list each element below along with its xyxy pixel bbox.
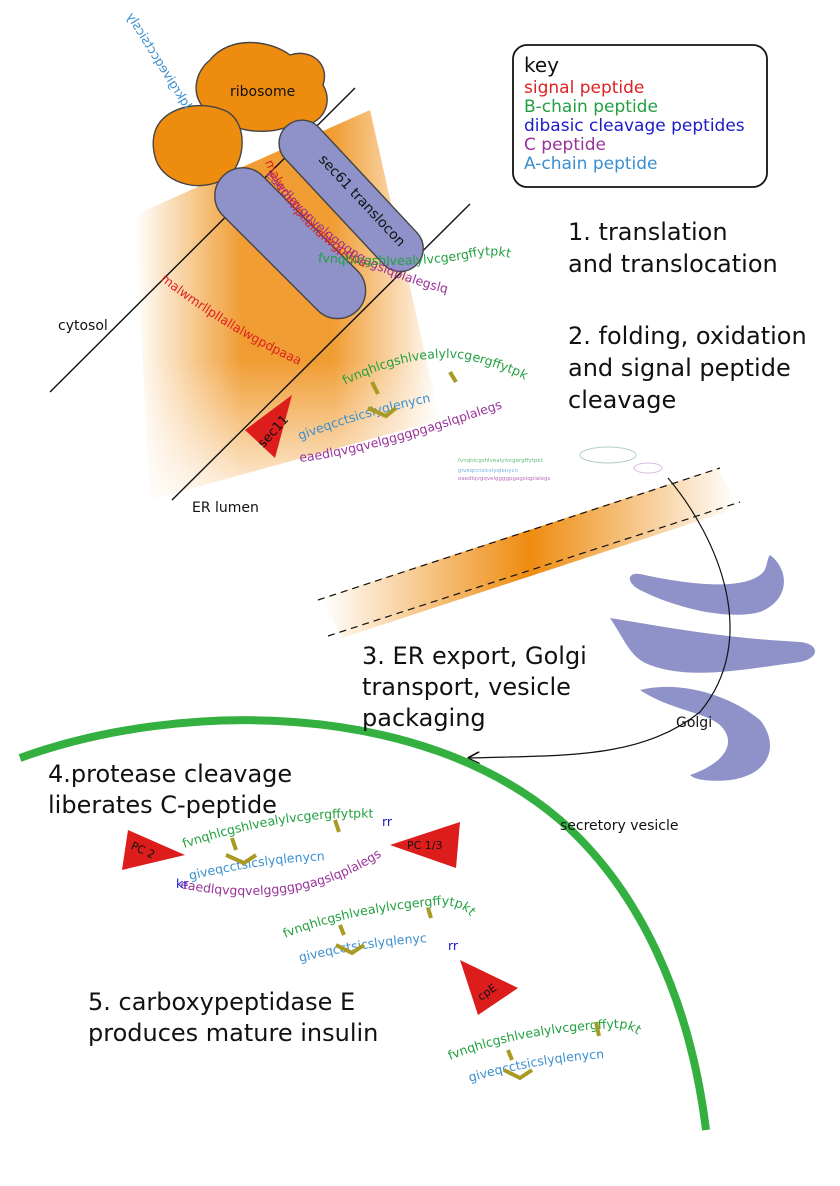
step-4-line-1: 4.protease cleavage <box>48 760 292 788</box>
disulfide-bonds-4 <box>225 819 341 866</box>
step-1-line-2: and translocation <box>568 250 778 278</box>
pc2-enzyme: PC 2 <box>122 830 185 870</box>
disulfide-bonds <box>367 370 458 419</box>
er-export-vesicle <box>317 467 741 638</box>
er-lumen-label: ER lumen <box>192 500 259 516</box>
small-bchain: fvnqhlcgshlvealylvcgergffytpkt <box>458 458 544 464</box>
sec61-translocon <box>214 119 424 320</box>
step-3-line-1: 3. ER export, Golgi <box>362 642 587 670</box>
key-item: signal peptide <box>524 78 644 98</box>
step-4: 4.protease cleavage liberates C-peptide <box>48 760 292 819</box>
disulfide-bonds-5 <box>335 907 433 956</box>
secretory-vesicle-membrane <box>18 716 710 1131</box>
step-5-line-1: 5. carboxypeptidase E <box>88 988 355 1016</box>
achain-seq-6: giveqcctsicslyqlenycn <box>467 1046 605 1085</box>
cytosol-label: cytosol <box>58 318 108 334</box>
golgi-label: Golgi <box>676 715 712 731</box>
step-4-line-2: liberates C-peptide <box>48 791 277 819</box>
step-5-line-2: produces mature insulin <box>88 1019 378 1047</box>
intermediates: fvnqhlcgshlvealylvcgergffytpkt giveqccts… <box>458 446 663 482</box>
step-3: 3. ER export, Golgi transport, vesicle p… <box>362 642 587 732</box>
step-2: 2. folding, oxidation and signal peptide… <box>568 322 807 414</box>
dibasic-kr-4: kr <box>176 876 189 891</box>
key-item: B-chain peptide <box>524 97 658 117</box>
cpe-enzyme: cpE <box>460 960 518 1015</box>
step-2-line-2: and signal peptide <box>568 354 791 382</box>
secretory-vesicle-label: secretory vesicle <box>560 818 679 834</box>
pc13-enzyme: PC 1/3 <box>390 822 460 868</box>
key-item: A-chain peptide <box>524 154 658 174</box>
dibasic-rr-5: rr <box>448 938 459 953</box>
step-1-line-1: 1. translation <box>568 218 728 246</box>
step-3-line-2: transport, vesicle <box>362 673 571 701</box>
golgi <box>610 555 815 781</box>
transport-arrow <box>470 477 731 758</box>
small-achain: giveqcctsicslyqlenycn <box>458 468 519 474</box>
step-1: 1. translation and translocation <box>568 218 778 278</box>
disulfide-bonds-6 <box>503 1021 601 1081</box>
step-2-line-3: cleavage <box>568 386 676 414</box>
pc13-label: PC 1/3 <box>407 839 443 852</box>
mature-insulin: fvnqhlcgshlvealylvcgergffytpkt giveqccts… <box>446 1016 645 1085</box>
key-item: dibasic cleavage peptides <box>524 116 745 136</box>
bchain-seq-5: fvnqhlcgshlvealylvcgergffytpkt <box>281 893 480 941</box>
cytosol-seq: lqkrgiveqcctsicsly <box>123 9 195 111</box>
proinsulin-step4: fvnqhlcgshlvealylvcgergffytpkt giveqccts… <box>176 806 393 898</box>
step-5: 5. carboxypeptidase E produces mature in… <box>88 988 378 1047</box>
step-2-line-1: 2. folding, oxidation <box>568 322 807 350</box>
dibasic-rr-4: rr <box>382 814 393 829</box>
ribosome <box>152 41 328 187</box>
key-item: C peptide <box>524 135 606 155</box>
step-3-line-3: packaging <box>362 704 486 732</box>
ribosome-label: ribosome <box>230 84 295 100</box>
key-title: key <box>524 53 559 77</box>
small-cpeptide: eaedlqvgqvelggggpgagslqplalegs <box>458 476 551 482</box>
